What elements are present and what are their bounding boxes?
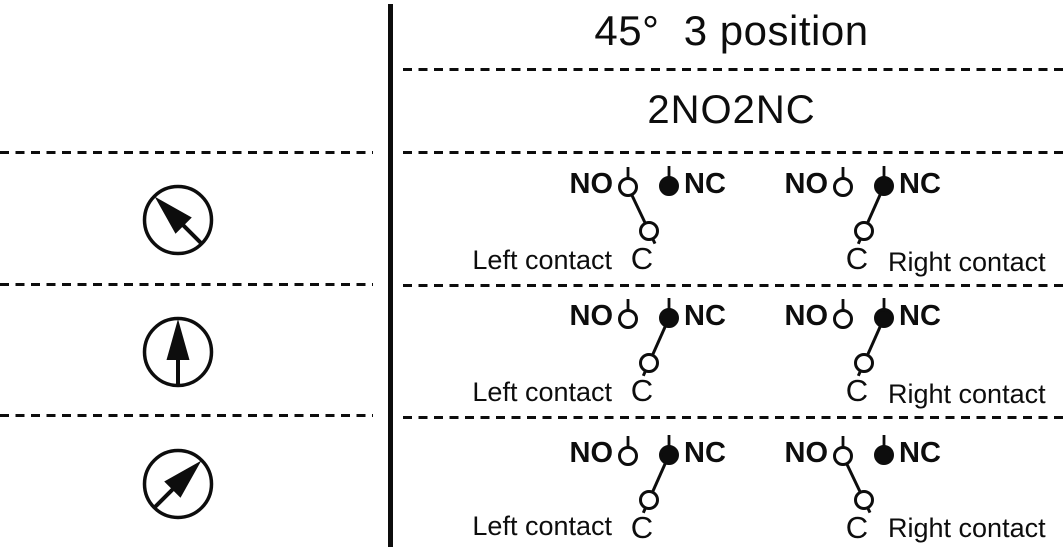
selector-knob-icon (142, 448, 214, 520)
nc-label: NC (899, 168, 941, 200)
common-terminal (854, 490, 874, 510)
nc-terminal (659, 308, 679, 328)
right-row-divider-1 (403, 151, 1063, 155)
common-label: C (846, 241, 868, 276)
right-contact-symbol: NO NC C (785, 435, 941, 545)
left-row-divider-2 (0, 283, 373, 287)
no-terminal (618, 177, 638, 197)
header-divider (403, 68, 1063, 72)
common-label: C (631, 373, 653, 408)
page-title: 45° 3 position (594, 7, 869, 54)
no-label: NO (785, 300, 829, 332)
contact-config-title: 2NO2NC (647, 88, 816, 132)
nc-label: NC (684, 437, 726, 469)
left-contact-symbol: NO NC C (570, 298, 726, 408)
right-contact-symbol: NO NC C (785, 166, 941, 276)
common-label: C (846, 373, 868, 408)
nc-label: NC (684, 168, 726, 200)
nc-label: NC (899, 437, 941, 469)
right-contact-caption: Right contact (888, 379, 1046, 409)
knob-arrow-icon (166, 319, 190, 386)
right-row-divider-2 (403, 284, 1063, 288)
left-contact-symbol: NO NC C (570, 166, 726, 276)
no-label: NO (570, 168, 614, 200)
selector-knob-icon (142, 316, 214, 388)
selector-knob-icon (142, 184, 214, 256)
nc-label: NC (684, 300, 726, 332)
nc-terminal (874, 176, 894, 196)
common-terminal (639, 221, 659, 241)
no-terminal (833, 177, 853, 197)
common-terminal (639, 353, 659, 373)
knob-arrow-icon (154, 196, 204, 246)
nc-terminal (659, 445, 679, 465)
left-contact-symbol: NO NC C (570, 435, 726, 545)
left-contact-caption: Left contact (472, 511, 612, 541)
no-terminal (618, 309, 638, 329)
left-contact-caption: Left contact (472, 377, 612, 407)
no-label: NO (785, 168, 829, 200)
right-contact-caption: Right contact (888, 513, 1046, 543)
nc-terminal (874, 308, 894, 328)
no-terminal (833, 446, 853, 466)
common-label: C (631, 241, 653, 276)
left-contact-caption: Left contact (472, 245, 612, 275)
no-label: NO (570, 300, 614, 332)
no-terminal (618, 446, 638, 466)
right-row-divider-3 (403, 416, 1063, 420)
right-contact-caption: Right contact (888, 247, 1046, 277)
left-row-divider-3 (0, 414, 373, 418)
nc-terminal (874, 445, 894, 465)
left-row-divider-1 (0, 151, 373, 155)
common-terminal (854, 353, 874, 373)
common-terminal (639, 490, 659, 510)
right-contact-symbol: NO NC C (785, 298, 941, 408)
common-label: C (846, 510, 868, 545)
knob-arrow-icon (152, 460, 202, 510)
common-terminal (854, 221, 874, 241)
nc-label: NC (899, 300, 941, 332)
nc-terminal (659, 176, 679, 196)
no-terminal (833, 309, 853, 329)
common-label: C (631, 510, 653, 545)
vertical-divider (388, 4, 393, 547)
no-label: NO (785, 437, 829, 469)
no-label: NO (570, 437, 614, 469)
